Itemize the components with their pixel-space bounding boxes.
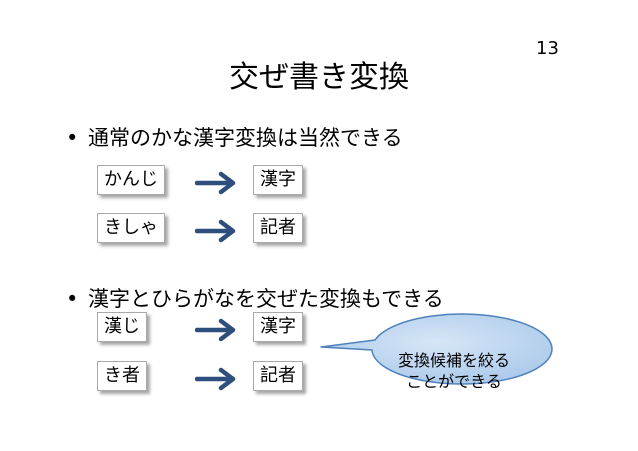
input-box: きしゃ: [97, 213, 165, 243]
output-box: 漢字: [253, 312, 303, 342]
input-box: き者: [97, 361, 147, 391]
arrow-right-icon: [195, 219, 236, 243]
bullet-text: 漢字とひらがなを交ぜた変換もできる: [88, 287, 444, 311]
arrow-right-icon: [195, 171, 236, 195]
callout-text: 変換候補を絞る ことができる: [364, 350, 544, 392]
bullet-item: • 通常のかな漢字変換は当然できる: [66, 122, 403, 152]
output-box: 記者: [253, 213, 303, 243]
input-box: 漢じ: [97, 312, 147, 342]
callout-line: ことができる: [406, 372, 502, 391]
page-number: 13: [536, 38, 559, 59]
bullet-marker: •: [66, 126, 79, 150]
output-box: 記者: [253, 361, 303, 391]
arrow-right-icon: [195, 318, 236, 342]
input-box: かんじ: [97, 165, 165, 195]
output-box: 漢字: [253, 165, 303, 195]
slide-title: 交ぜ書き変換: [229, 60, 409, 95]
bullet-item: • 漢字とひらがなを交ぜた変換もできる: [66, 283, 444, 313]
bullet-marker: •: [66, 287, 79, 311]
bullet-text: 通常のかな漢字変換は当然できる: [88, 126, 403, 150]
arrow-right-icon: [195, 367, 236, 391]
callout-line: 変換候補を絞る: [397, 351, 510, 370]
